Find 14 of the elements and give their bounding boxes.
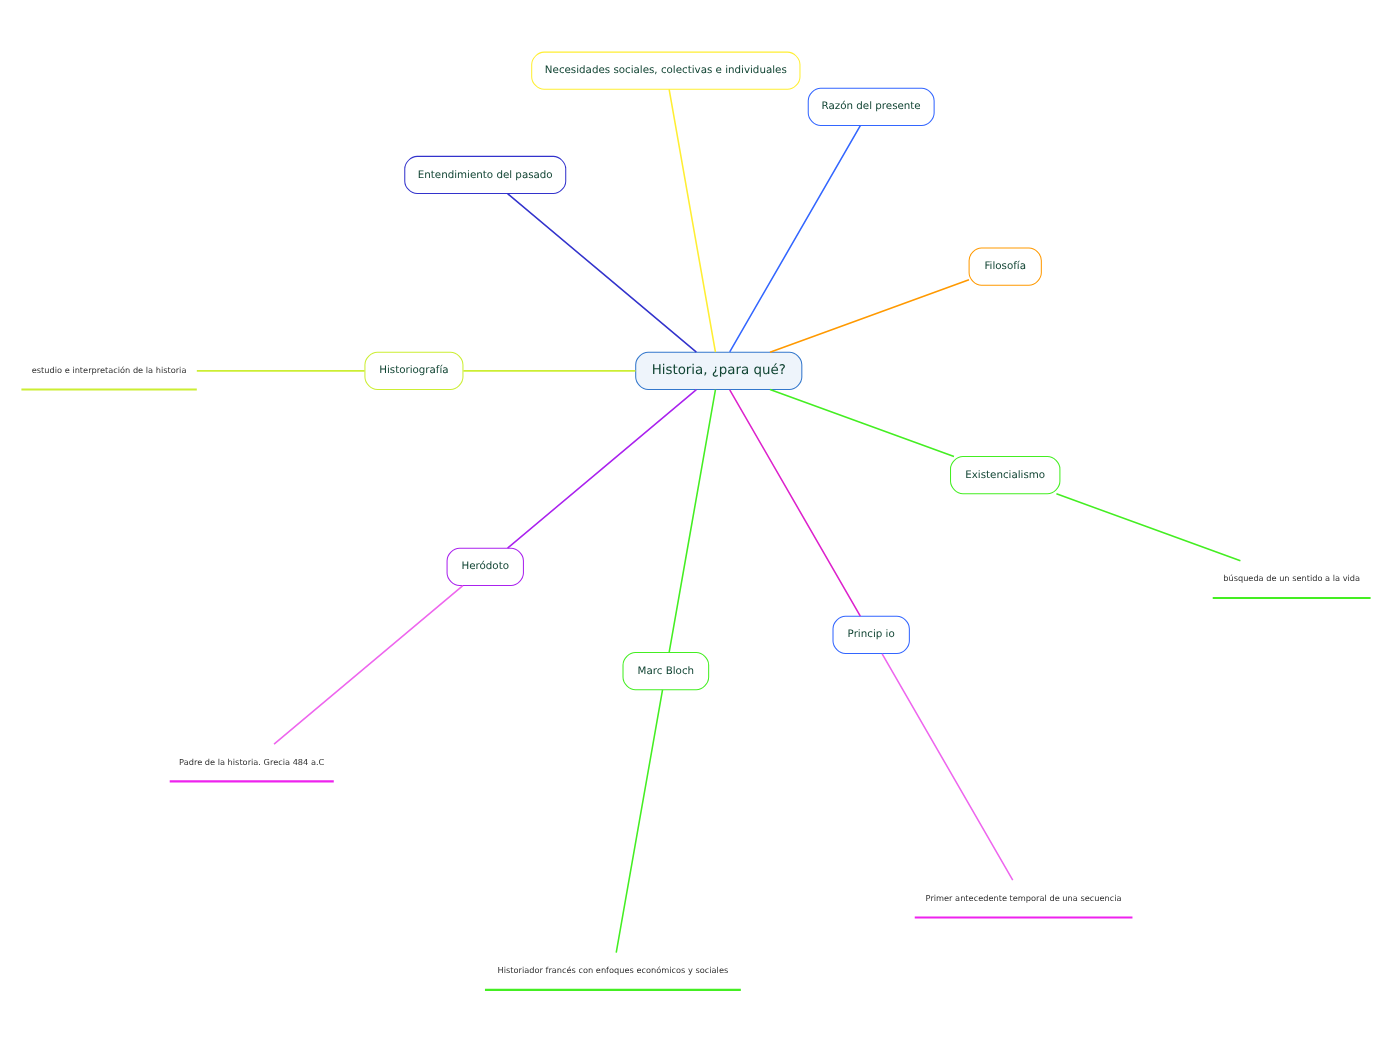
connector [273, 583, 464, 744]
connector [728, 388, 862, 616]
connector [769, 387, 955, 457]
connector [668, 387, 717, 653]
connector [668, 87, 717, 352]
connector [728, 123, 862, 352]
connector [615, 688, 664, 953]
connector [196, 369, 366, 371]
connector [1055, 492, 1242, 561]
connector [881, 652, 1014, 880]
connector [462, 369, 637, 371]
connector [769, 278, 970, 353]
connector [506, 387, 698, 548]
connector [506, 191, 698, 352]
